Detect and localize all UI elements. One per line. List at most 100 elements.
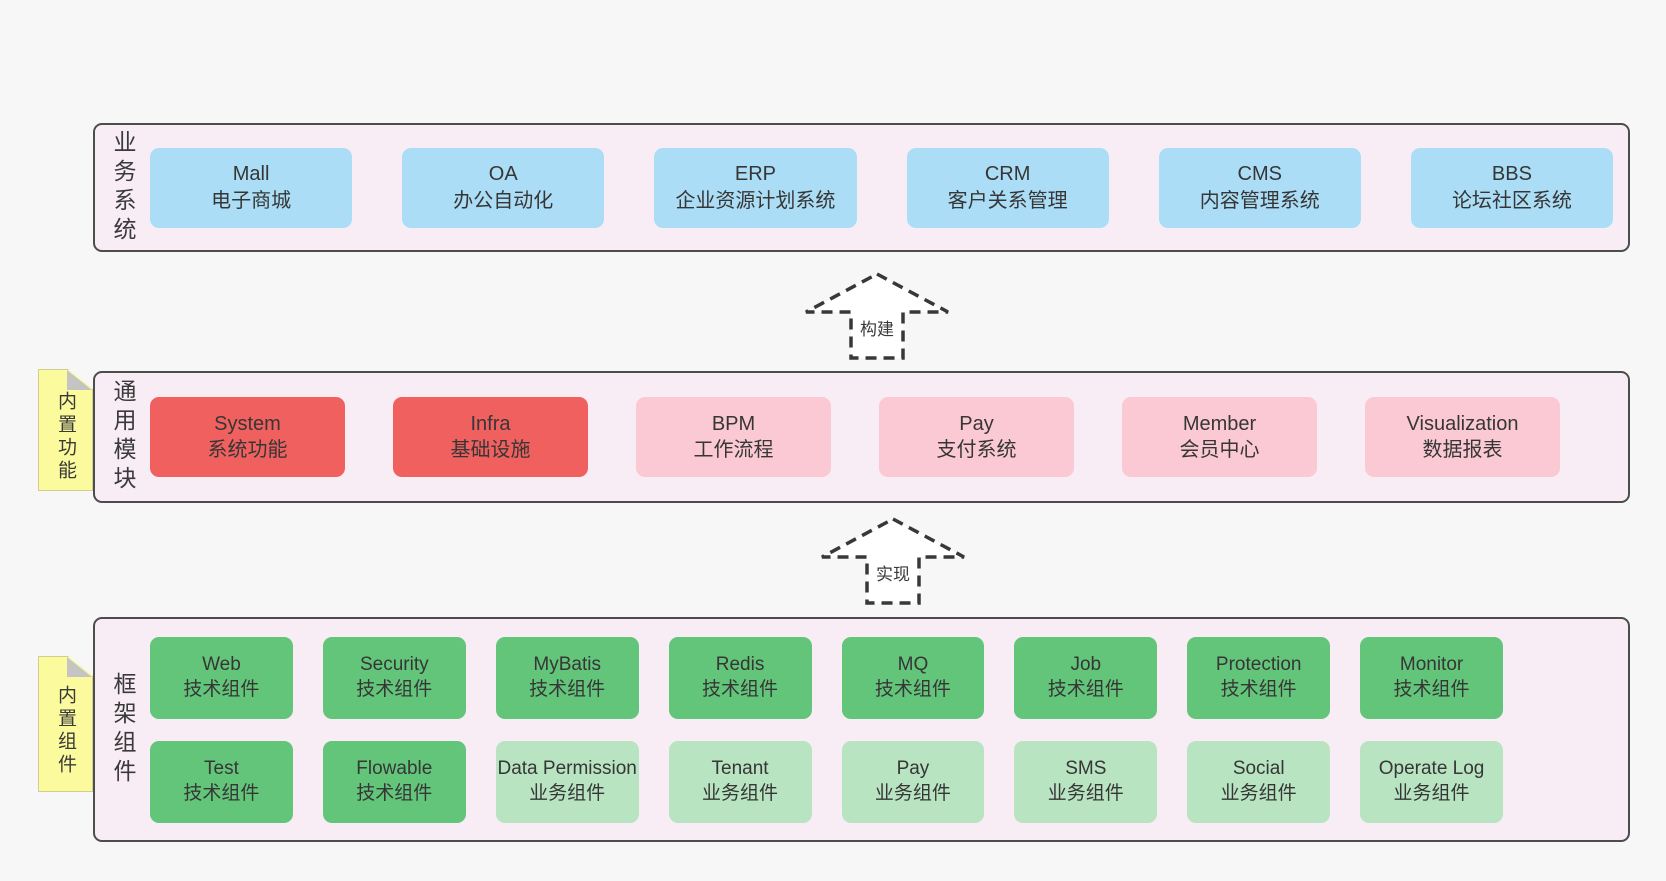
box-subtitle: 技术组件 — [1393, 678, 1470, 700]
box-subtitle: 数据报表 — [1422, 439, 1503, 461]
box-subtitle: 业务组件 — [1047, 782, 1124, 804]
arrow-implement-label: 实现 — [875, 560, 911, 585]
box-visualization: Visualization 数据报表 — [1365, 397, 1560, 477]
box-subtitle: 业务组件 — [529, 782, 606, 804]
box-subtitle: 论坛社区系统 — [1451, 189, 1572, 212]
box-name: Monitor — [1399, 654, 1464, 676]
box-subtitle: 技术组件 — [356, 678, 433, 700]
box-name: Redis — [715, 654, 765, 676]
box-subtitle: 客户关系管理 — [947, 189, 1068, 212]
box-name: CRM — [984, 163, 1031, 186]
box-name: Infra — [470, 412, 511, 435]
box-name: MyBatis — [533, 654, 601, 676]
box-name: System — [214, 412, 281, 435]
box-crm: CRM 客户关系管理 — [906, 147, 1109, 228]
folded-corner-icon — [67, 657, 92, 677]
box-name: OA — [488, 163, 518, 186]
box-subtitle: 支付系统 — [936, 439, 1017, 461]
framework-components-rows: Web 技术组件 Security 技术组件 MyBatis 技术组件 Redi… — [150, 636, 1628, 823]
box-subtitle: 技术组件 — [529, 678, 606, 700]
box-sms: SMS 业务组件 — [1014, 740, 1158, 823]
box-subtitle: 业务组件 — [1393, 782, 1470, 804]
box-name: Member — [1182, 412, 1257, 435]
box-name: Visualization — [1406, 412, 1519, 435]
arrow-build: 构建 — [804, 271, 950, 361]
box-subtitle: 技术组件 — [1047, 678, 1124, 700]
box-subtitle: 技术组件 — [183, 782, 260, 804]
framework-row-1: Web 技术组件 Security 技术组件 MyBatis 技术组件 Redi… — [150, 636, 1503, 719]
box-subtitle: 业务组件 — [702, 782, 779, 804]
folded-corner-icon — [67, 370, 92, 390]
box-tenant: Tenant 业务组件 — [668, 740, 812, 823]
box-infra: Infra 基础设施 — [393, 397, 588, 477]
box-name: Operate Log — [1378, 758, 1485, 780]
box-test: Test 技术组件 — [150, 740, 293, 823]
tag-built-in-components-label: 内置组件 — [55, 685, 76, 777]
arrow-implement: 实现 — [820, 516, 966, 606]
box-subtitle: 内容管理系统 — [1199, 189, 1320, 212]
box-subtitle: 企业资源计划系统 — [675, 189, 836, 212]
box-subtitle: 工作流程 — [693, 439, 774, 461]
box-subtitle: 系统功能 — [207, 439, 288, 461]
box-member: Member 会员中心 — [1122, 397, 1317, 477]
common-modules-row: System 系统功能 Infra 基础设施 BPM 工作流程 Pay 支付系统… — [150, 397, 1628, 477]
tag-built-in-features-label: 内置功能 — [55, 391, 76, 483]
box-name: Test — [204, 758, 239, 780]
box-cms: CMS 内容管理系统 — [1158, 147, 1361, 228]
box-subtitle: 技术组件 — [356, 782, 433, 804]
box-bpm: BPM 工作流程 — [636, 397, 831, 477]
box-name: Security — [359, 654, 429, 676]
box-mq: MQ 技术组件 — [841, 636, 985, 719]
tag-built-in-components: 内置组件 — [38, 656, 93, 792]
box-subtitle: 电子商城 — [211, 189, 292, 212]
box-system: System 系统功能 — [150, 397, 345, 477]
box-operate-log: Operate Log 业务组件 — [1360, 740, 1503, 823]
box-name: Job — [1070, 654, 1102, 676]
layer-business-systems: 业务系统 Mall 电子商城 OA 办公自动化 ERP 企业资源计划系统 CRM… — [93, 123, 1630, 252]
box-name: ERP — [734, 163, 776, 186]
box-mall: Mall 电子商城 — [150, 147, 353, 228]
box-subtitle: 技术组件 — [702, 678, 779, 700]
layer-label-common-modules: 通用模块 — [110, 379, 136, 495]
box-data-permission: Data Permission 业务组件 — [495, 740, 639, 823]
arrow-build-label: 构建 — [859, 315, 895, 340]
box-name: Flowable — [356, 758, 433, 780]
layer-label-framework-components: 框架组件 — [110, 671, 136, 788]
box-erp: ERP 企业资源计划系统 — [654, 147, 857, 228]
box-flowable: Flowable 技术组件 — [322, 740, 466, 823]
box-protection: Protection 技术组件 — [1187, 636, 1331, 719]
box-name: SMS — [1065, 758, 1107, 780]
box-subtitle: 业务组件 — [1220, 782, 1297, 804]
tag-built-in-features: 内置功能 — [38, 369, 93, 491]
box-job: Job 技术组件 — [1014, 636, 1158, 719]
box-redis: Redis 技术组件 — [668, 636, 812, 719]
box-subtitle: 基础设施 — [450, 439, 531, 461]
framework-row-2: Test 技术组件 Flowable 技术组件 Data Permission … — [150, 740, 1503, 823]
box-name: Tenant — [711, 758, 769, 780]
box-name: Social — [1232, 758, 1285, 780]
box-social: Social 业务组件 — [1187, 740, 1331, 823]
box-mybatis: MyBatis 技术组件 — [495, 636, 639, 719]
business-systems-row: Mall 电子商城 OA 办公自动化 ERP 企业资源计划系统 CRM 客户关系… — [150, 147, 1628, 228]
box-subtitle: 办公自动化 — [453, 189, 554, 212]
layer-common-modules: 通用模块 System 系统功能 Infra 基础设施 BPM 工作流程 Pay… — [93, 371, 1630, 503]
layer-framework-components: 框架组件 Web 技术组件 Security 技术组件 MyBatis 技术组件… — [93, 617, 1630, 842]
box-name: Pay — [959, 412, 994, 435]
box-security: Security 技术组件 — [322, 636, 466, 719]
box-name: BPM — [711, 412, 756, 435]
box-name: Pay — [896, 758, 930, 780]
box-name: Data Permission — [497, 758, 637, 780]
box-subtitle: 技术组件 — [183, 678, 260, 700]
box-name: BBS — [1491, 163, 1532, 186]
box-name: Mall — [232, 163, 270, 186]
box-subtitle: 业务组件 — [874, 782, 951, 804]
box-bbs: BBS 论坛社区系统 — [1410, 147, 1614, 228]
box-web: Web 技术组件 — [150, 636, 293, 719]
box-pay: Pay 支付系统 — [879, 397, 1074, 477]
box-monitor: Monitor 技术组件 — [1360, 636, 1503, 719]
layer-label-business-systems: 业务系统 — [110, 129, 136, 246]
box-name: MQ — [897, 654, 929, 676]
box-name: Protection — [1215, 654, 1302, 676]
box-oa: OA 办公自动化 — [402, 147, 605, 228]
box-name: CMS — [1237, 163, 1282, 186]
